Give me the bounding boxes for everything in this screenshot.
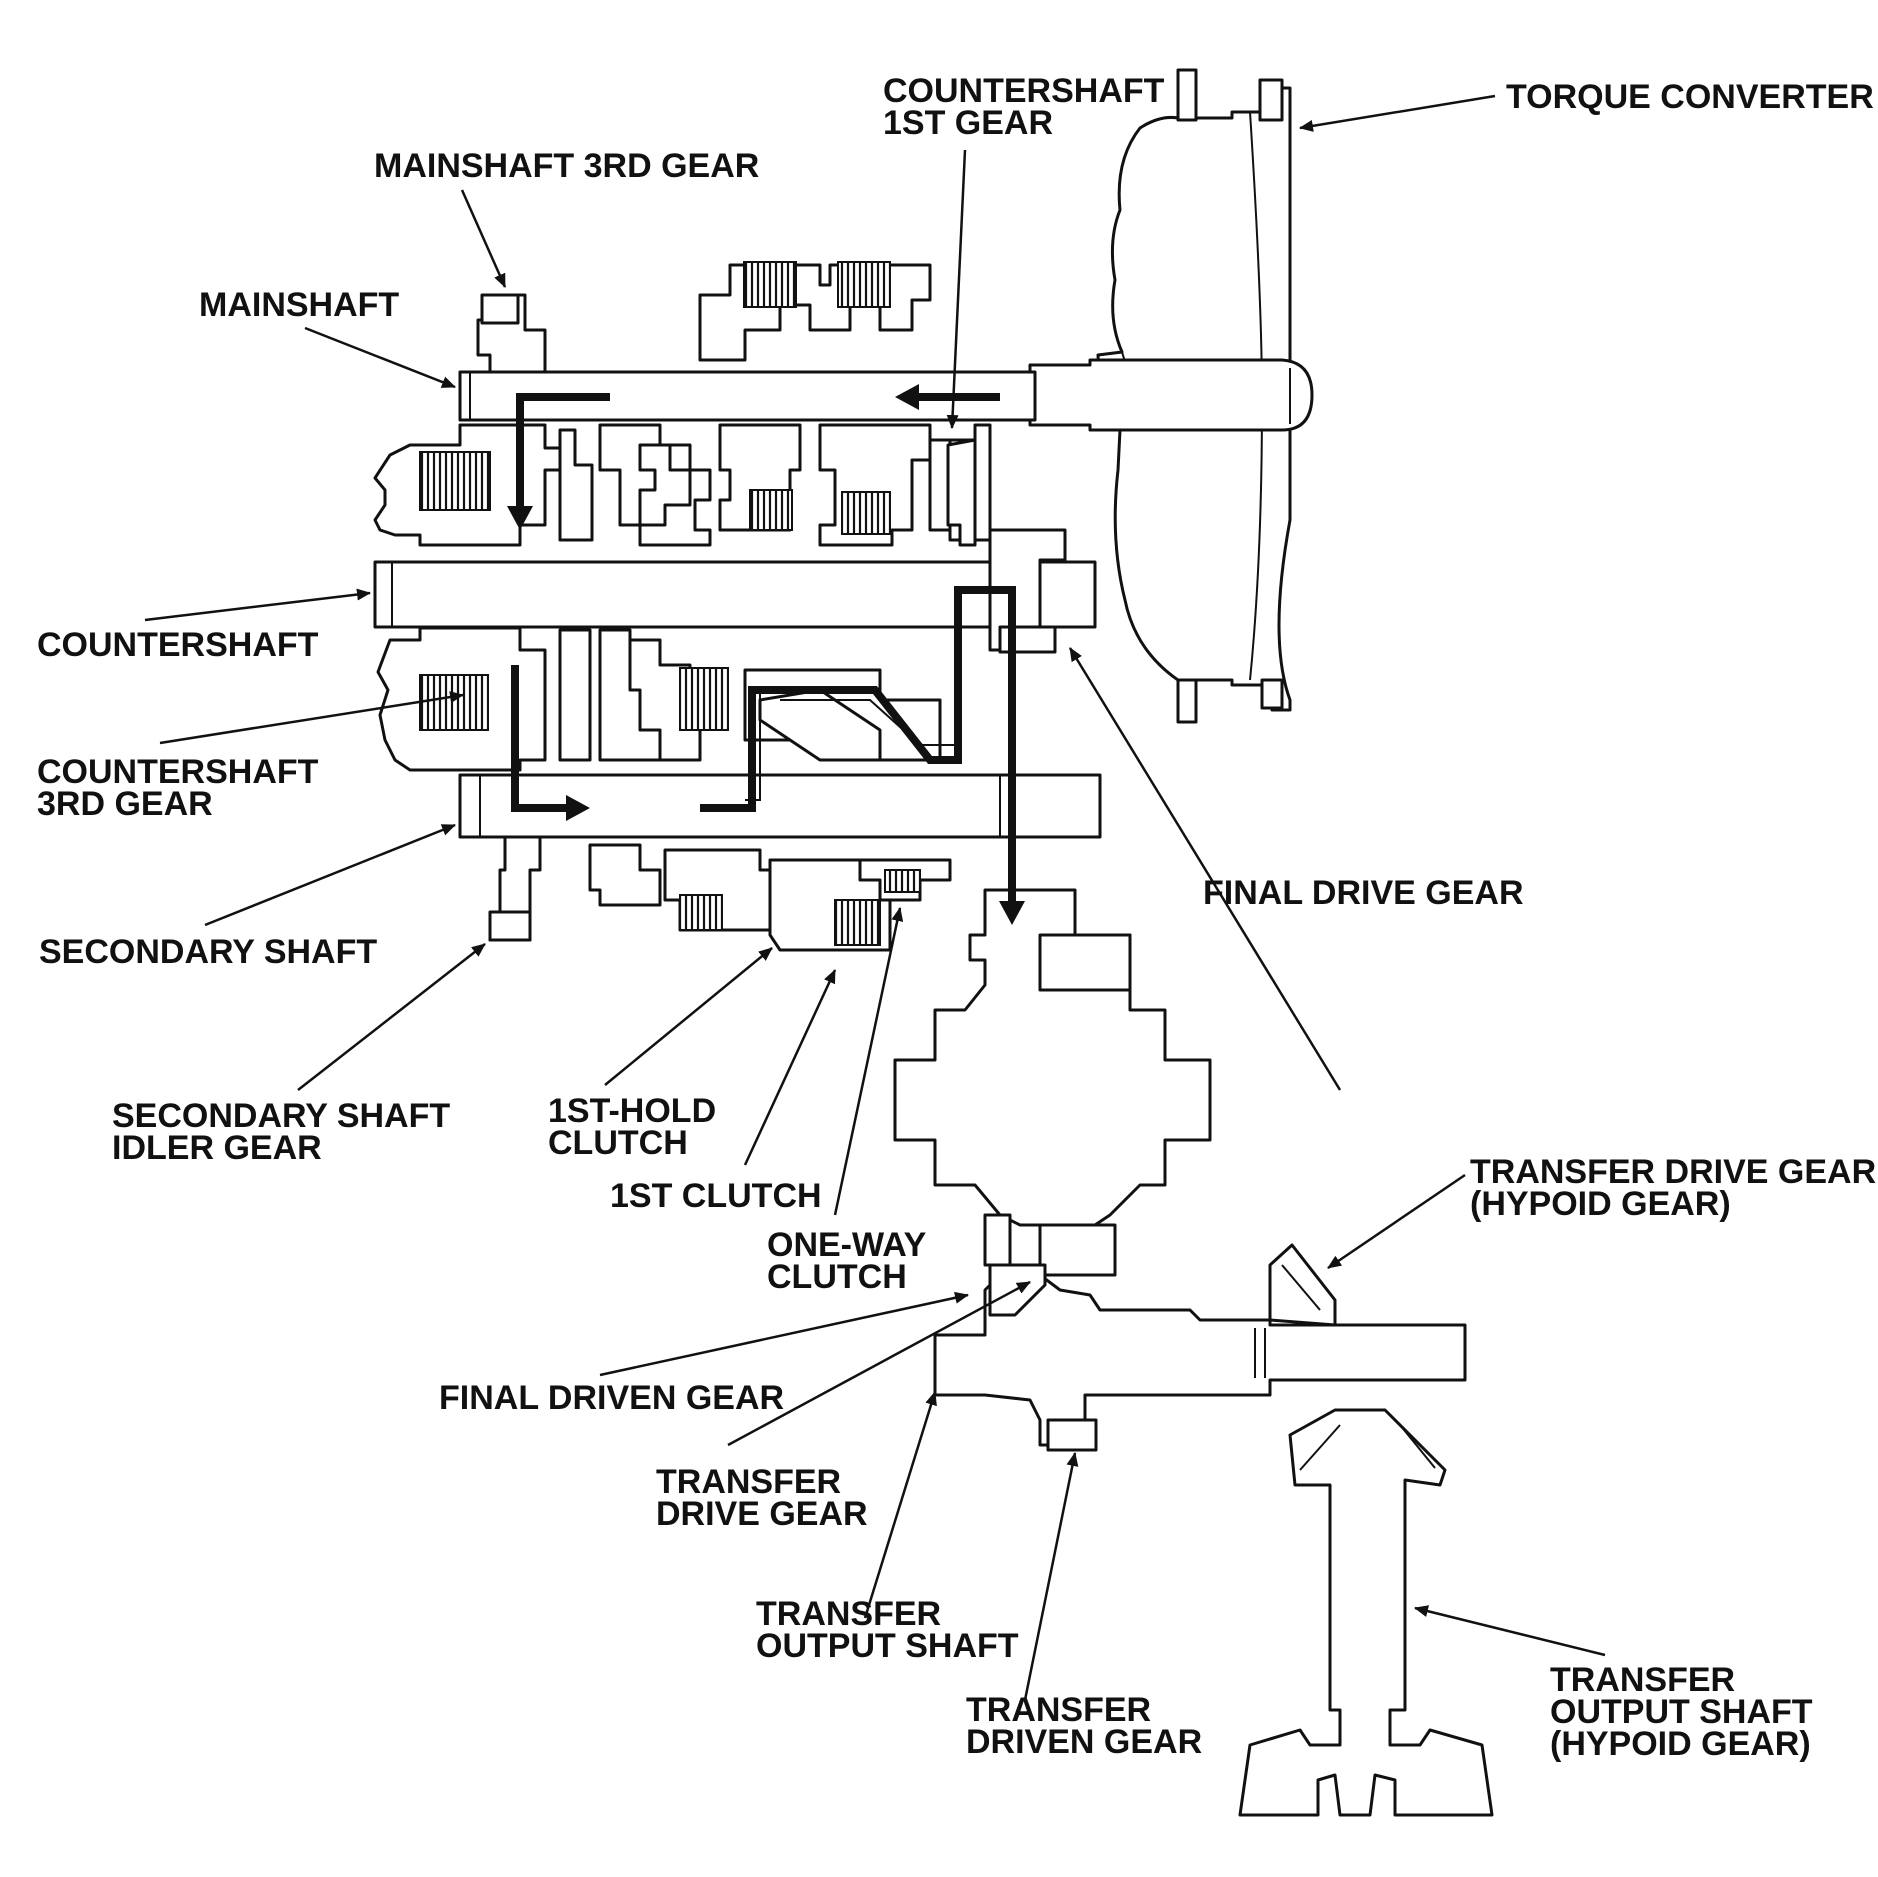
secondary-shaft-idler-gear [488, 835, 542, 942]
label-countershaft-3rd-gear: COUNTERSHAFT 3RD GEAR [37, 753, 328, 823]
label-first-hold-clutch: 1ST-HOLD CLUTCH [548, 1092, 726, 1162]
first-clutch-group [588, 843, 952, 952]
countershaft [373, 560, 1097, 629]
differential [893, 888, 1212, 1277]
mainshaft-clutch-housing [698, 261, 932, 362]
label-transfer-drive-gear-hypoid: TRANSFER DRIVE GEAR (HYPOID GEAR) [1470, 1153, 1878, 1223]
label-mainshaft: MAINSHAFT [199, 286, 399, 324]
mainshaft-3rd-gear [476, 293, 547, 374]
label-transfer-output-shaft-hypoid: TRANSFER OUTPUT SHAFT (HYPOID GEAR) [1550, 1661, 1822, 1763]
label-group: TORQUE CONVERTER COUNTERSHAFT 1ST GEAR M… [37, 72, 1878, 1763]
countershaft-1st-gear [946, 438, 977, 547]
transfer-driven-gear [1046, 1418, 1098, 1452]
label-countershaft: COUNTERSHAFT [37, 626, 319, 664]
label-transfer-drive-gear: TRANSFER DRIVE GEAR [656, 1463, 868, 1533]
label-secondary-shaft-idler-gear: SECONDARY SHAFT IDLER GEAR [112, 1097, 460, 1167]
label-secondary-shaft: SECONDARY SHAFT [39, 933, 377, 971]
label-torque-converter: TORQUE CONVERTER [1506, 78, 1874, 116]
label-one-way-clutch: ONE-WAY CLUTCH [767, 1226, 935, 1296]
transfer-output-shaft-hypoid [1238, 1408, 1494, 1817]
label-final-drive-gear: FINAL DRIVE GEAR [1203, 874, 1524, 912]
input-shaft [1028, 358, 1314, 432]
power-flow-path [507, 384, 1025, 925]
label-transfer-driven-gear: TRANSFER DRIVEN GEAR [966, 1691, 1202, 1761]
label-first-clutch: 1ST CLUTCH [610, 1177, 822, 1215]
label-transfer-output-shaft: TRANSFER OUTPUT SHAFT [756, 1595, 1019, 1665]
leader-lines [144, 94, 1606, 1701]
upper-clutch-assembly [373, 423, 992, 547]
secondary-shaft [458, 773, 1102, 839]
transfer-drive-gear-hypoid [1268, 1243, 1337, 1327]
label-final-driven-gear: FINAL DRIVEN GEAR [439, 1379, 784, 1417]
label-mainshaft-3rd-gear: MAINSHAFT 3RD GEAR [374, 147, 759, 185]
label-countershaft-1st-gear: COUNTERSHAFT 1ST GEAR [883, 72, 1174, 142]
